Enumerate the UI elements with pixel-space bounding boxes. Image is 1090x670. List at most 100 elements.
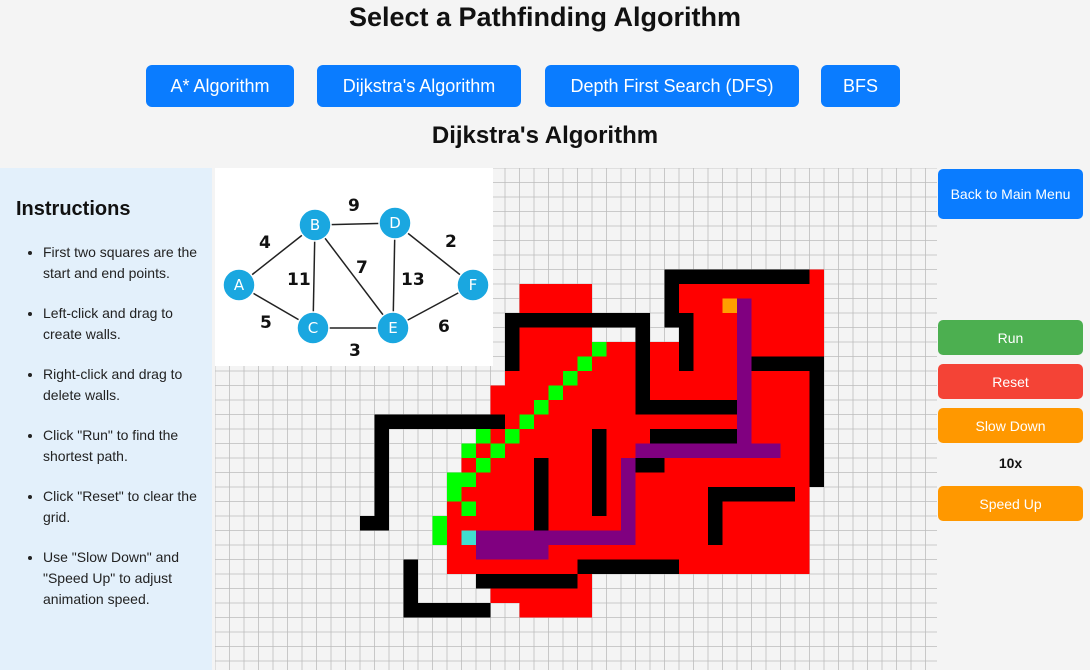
- wall-cell[interactable]: [766, 487, 781, 502]
- dfs-button[interactable]: Depth First Search (DFS): [545, 65, 799, 107]
- wall-cell[interactable]: [679, 342, 694, 357]
- visited-cell[interactable]: [809, 342, 825, 357]
- wall-cell[interactable]: [577, 313, 593, 328]
- visited-cell[interactable]: [795, 400, 810, 415]
- visited-cell[interactable]: [519, 603, 535, 618]
- visited-cell[interactable]: [693, 298, 709, 314]
- visited-cell[interactable]: [577, 487, 593, 502]
- visited-cell[interactable]: [563, 429, 578, 444]
- wall-cell[interactable]: [592, 458, 607, 473]
- visited-cell[interactable]: [519, 327, 535, 343]
- visited-cell[interactable]: [751, 501, 767, 517]
- visited-cell[interactable]: [693, 516, 709, 531]
- visited-cell[interactable]: [693, 545, 709, 560]
- visited-cell[interactable]: [693, 501, 709, 517]
- visited-cell[interactable]: [606, 356, 622, 372]
- wall-cell[interactable]: [693, 429, 709, 444]
- path-cell[interactable]: [737, 356, 752, 372]
- visited-cell[interactable]: [548, 342, 564, 357]
- visited-cell[interactable]: [780, 429, 796, 444]
- wall-cell[interactable]: [592, 472, 607, 488]
- visited-cell[interactable]: [795, 559, 810, 575]
- visited-cell[interactable]: [534, 356, 549, 372]
- visited-cell[interactable]: [505, 458, 520, 473]
- visited-cell[interactable]: [751, 284, 767, 299]
- visited-cell[interactable]: [490, 458, 506, 473]
- path-cell[interactable]: [722, 443, 738, 459]
- visited-cell[interactable]: [519, 342, 535, 357]
- visited-cell[interactable]: [693, 530, 709, 546]
- visited-cell[interactable]: [693, 385, 709, 401]
- path-cell[interactable]: [476, 530, 491, 546]
- visited-cell[interactable]: [519, 385, 535, 401]
- visited-cell[interactable]: [679, 559, 694, 575]
- visited-cell[interactable]: [766, 559, 781, 575]
- visited-cell[interactable]: [693, 284, 709, 299]
- wall-cell[interactable]: [374, 429, 390, 444]
- visited-cell[interactable]: [766, 298, 781, 314]
- visited-cell[interactable]: [534, 414, 549, 430]
- visited-cell[interactable]: [708, 342, 723, 357]
- speed-up-button[interactable]: Speed Up: [938, 486, 1083, 521]
- visited-cell[interactable]: [766, 472, 781, 488]
- path-cell[interactable]: [737, 443, 752, 459]
- path-cell[interactable]: [577, 530, 593, 546]
- visited-cell[interactable]: [592, 545, 607, 560]
- path-cell[interactable]: [621, 516, 636, 531]
- visited-cell[interactable]: [693, 559, 709, 575]
- visited-cell[interactable]: [795, 284, 810, 299]
- visited-cell[interactable]: [490, 559, 506, 575]
- visited-cell[interactable]: [577, 284, 593, 299]
- visited-cell[interactable]: [577, 429, 593, 444]
- visited-cell[interactable]: [548, 472, 564, 488]
- visited-cell[interactable]: [563, 472, 578, 488]
- visited-cell[interactable]: [548, 458, 564, 473]
- wall-cell[interactable]: [374, 414, 390, 430]
- wall-cell[interactable]: [708, 429, 723, 444]
- visited-cell[interactable]: [476, 501, 491, 517]
- path-cell[interactable]: [737, 414, 752, 430]
- visited-cell[interactable]: [548, 559, 564, 575]
- visited-cell[interactable]: [577, 588, 593, 604]
- wall-cell[interactable]: [780, 269, 796, 285]
- visited-cell[interactable]: [461, 545, 477, 560]
- wall-cell[interactable]: [650, 559, 665, 575]
- visited-cell[interactable]: [679, 472, 694, 488]
- path-cell[interactable]: [737, 313, 752, 328]
- visited-cell[interactable]: [766, 530, 781, 546]
- visited-cell[interactable]: [780, 284, 796, 299]
- visited-cell[interactable]: [447, 516, 462, 531]
- frontier-cell[interactable]: [577, 356, 593, 372]
- visited-cell[interactable]: [693, 487, 709, 502]
- visited-cell[interactable]: [606, 371, 622, 386]
- path-cell[interactable]: [621, 472, 636, 488]
- frontier-cell[interactable]: [461, 472, 477, 488]
- visited-cell[interactable]: [722, 458, 738, 473]
- visited-cell[interactable]: [751, 313, 767, 328]
- reset-button[interactable]: Reset: [938, 364, 1083, 399]
- visited-cell[interactable]: [780, 516, 796, 531]
- run-button[interactable]: Run: [938, 320, 1083, 355]
- end-node[interactable]: [461, 530, 477, 546]
- path-cell[interactable]: [621, 458, 636, 473]
- visited-cell[interactable]: [577, 501, 593, 517]
- wall-cell[interactable]: [708, 400, 723, 415]
- wall-cell[interactable]: [635, 356, 651, 372]
- wall-cell[interactable]: [534, 313, 549, 328]
- visited-cell[interactable]: [795, 298, 810, 314]
- path-cell[interactable]: [621, 501, 636, 517]
- visited-cell[interactable]: [606, 414, 622, 430]
- visited-cell[interactable]: [577, 327, 593, 343]
- visited-cell[interactable]: [809, 269, 825, 285]
- visited-cell[interactable]: [577, 458, 593, 473]
- visited-cell[interactable]: [809, 284, 825, 299]
- visited-cell[interactable]: [519, 298, 535, 314]
- visited-cell[interactable]: [534, 588, 549, 604]
- wall-cell[interactable]: [766, 269, 781, 285]
- wall-cell[interactable]: [621, 559, 636, 575]
- visited-cell[interactable]: [548, 327, 564, 343]
- frontier-cell[interactable]: [447, 487, 462, 502]
- visited-cell[interactable]: [795, 385, 810, 401]
- visited-cell[interactable]: [635, 501, 651, 517]
- visited-cell[interactable]: [577, 371, 593, 386]
